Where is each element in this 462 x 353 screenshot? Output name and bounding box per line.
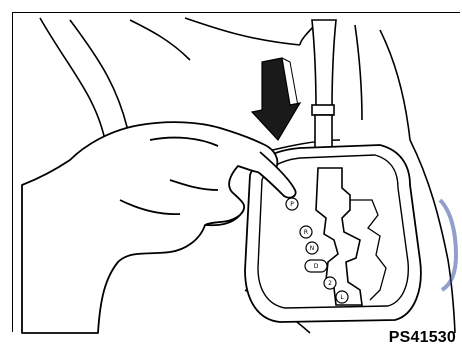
- push-down-arrow-icon: [252, 58, 300, 140]
- watermark-stroke: [440, 200, 456, 290]
- gate-label-p: P: [290, 201, 294, 208]
- gate-label-n: N: [310, 245, 315, 252]
- gate-label-d: D: [314, 263, 319, 270]
- figure-code-label: PS41530: [389, 329, 456, 347]
- gate-label-r: R: [304, 229, 308, 236]
- gate-label-2: 2: [328, 280, 332, 287]
